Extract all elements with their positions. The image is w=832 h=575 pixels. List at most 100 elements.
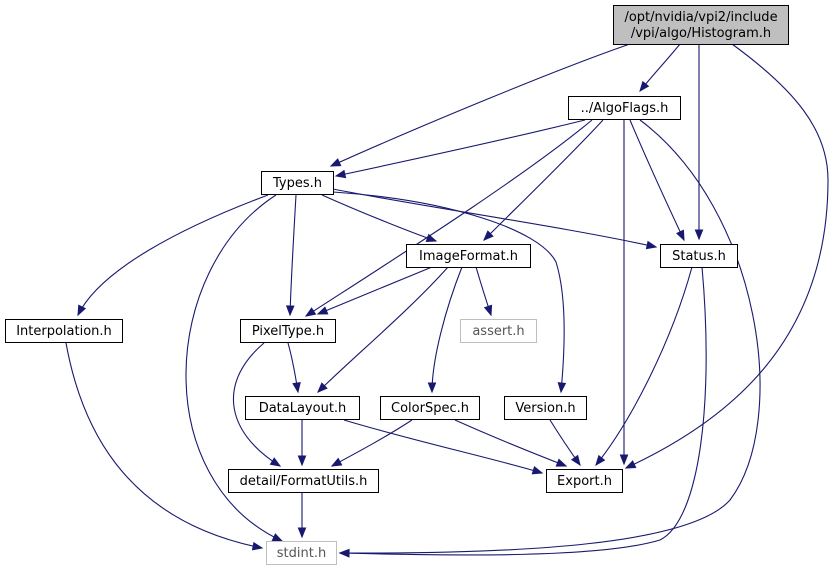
node-layer: /opt/nvidia/vpi2/include/vpi/algo/Histog…	[5, 5, 789, 565]
node-assert: assert.h	[460, 319, 537, 343]
edge-line	[65, 342, 263, 549]
node-label: /vpi/algo/Histogram.h	[631, 26, 771, 41]
edge-line	[77, 194, 269, 316]
node-algoflags[interactable]: ../AlgoFlags.h	[568, 96, 681, 120]
edge-colorspec-to-export	[454, 419, 568, 467]
edge-line	[332, 191, 565, 393]
arrowhead	[639, 80, 650, 93]
node-interpolation[interactable]: Interpolation.h	[5, 319, 123, 343]
edge-root-to-export	[624, 43, 829, 469]
node-box	[266, 541, 337, 565]
edge-status-to-stdint	[338, 266, 707, 558]
edge-types-to-stdint	[185, 194, 284, 542]
edge-line	[330, 43, 631, 167]
arrowhead	[285, 305, 295, 317]
arrowhead	[694, 229, 704, 241]
edge-line	[185, 194, 283, 542]
edge-line	[331, 419, 413, 467]
node-label: ../AlgoFlags.h	[581, 101, 669, 116]
arrowhead	[317, 382, 328, 393]
arrowhead	[676, 229, 685, 242]
edge-colorspec-to-formatutils	[330, 419, 413, 467]
edge-line	[339, 266, 707, 556]
node-box	[261, 171, 334, 195]
node-version[interactable]: Version.h	[504, 396, 587, 420]
edge-datalayout-to-export	[343, 419, 544, 475]
arrowhead	[269, 457, 282, 467]
node-label: PixelType.h	[252, 324, 324, 339]
edge-types-to-pixeltype	[285, 194, 297, 317]
edge-root-to-algoflags	[639, 43, 681, 93]
arrowhead	[645, 240, 658, 250]
edge-line	[335, 119, 586, 177]
edge-line	[233, 342, 281, 467]
arrowhead	[483, 230, 494, 241]
node-label: Interpolation.h	[16, 324, 112, 339]
arrowhead	[338, 548, 350, 558]
edge-line	[317, 266, 433, 315]
arrowhead	[427, 382, 437, 394]
edge-types-to-version	[332, 191, 567, 394]
node-box	[660, 244, 738, 268]
edge-interpolation-to-stdint	[65, 342, 264, 551]
arrowhead	[425, 233, 438, 242]
edge-imageformat-to-pixeltype	[316, 266, 433, 315]
edge-line	[321, 194, 437, 242]
edge-line	[317, 266, 449, 393]
arrowhead	[624, 460, 637, 469]
edge-line	[431, 266, 463, 393]
node-status[interactable]: Status.h	[660, 244, 738, 268]
node-box	[613, 5, 789, 45]
edge-line	[595, 266, 693, 466]
edge-algoflags-to-status	[629, 119, 685, 242]
node-label: Status.h	[672, 249, 726, 264]
node-root[interactable]: /opt/nvidia/vpi2/include/vpi/algo/Histog…	[613, 5, 789, 45]
node-imageformat[interactable]: ImageFormat.h	[406, 244, 531, 268]
edge-line	[305, 119, 593, 317]
node-export[interactable]: Export.h	[546, 469, 623, 493]
edge-line	[483, 119, 604, 241]
arrowhead	[531, 466, 544, 475]
node-datalayout[interactable]: DataLayout.h	[245, 396, 360, 420]
node-colorspec[interactable]: ColorSpec.h	[380, 396, 480, 420]
edge-root-to-types	[329, 43, 631, 167]
node-box	[240, 319, 336, 343]
arrowhead	[619, 454, 629, 466]
edge-root-to-status	[694, 44, 704, 241]
edge-line	[625, 43, 829, 469]
edge-formatutils-to-stdint	[297, 493, 307, 539]
arrowhead	[316, 306, 329, 315]
node-box	[5, 319, 123, 343]
edge-datalayout-to-formatutils	[297, 420, 307, 467]
edge-types-to-interpolation	[77, 194, 269, 317]
arrowhead	[77, 304, 87, 317]
node-formatutils[interactable]: detail/FormatUtils.h	[228, 469, 379, 493]
node-box	[380, 396, 480, 420]
edge-line	[343, 419, 543, 474]
arrowhead	[297, 455, 307, 467]
edge-algoflags-to-types	[334, 119, 586, 179]
node-stdint: stdint.h	[266, 541, 337, 565]
node-label: ImageFormat.h	[419, 249, 518, 264]
edge-pixeltype-to-formatutils	[233, 342, 282, 467]
node-box	[546, 469, 623, 493]
edge-line	[629, 119, 685, 241]
node-box	[568, 96, 681, 120]
node-label: stdint.h	[277, 546, 326, 561]
node-pixeltype[interactable]: PixelType.h	[240, 319, 336, 343]
edge-imageformat-to-colorspec	[427, 266, 463, 394]
edge-algoflags-to-export	[619, 119, 629, 466]
node-label: Types.h	[272, 176, 322, 191]
arrowhead	[271, 533, 284, 542]
arrowhead	[570, 454, 581, 467]
edge-line	[289, 194, 297, 316]
arrowhead	[334, 169, 347, 179]
node-label: ColorSpec.h	[391, 401, 469, 416]
arrowhead	[292, 381, 301, 394]
edge-types-to-status	[332, 188, 658, 250]
node-types[interactable]: Types.h	[261, 171, 334, 195]
node-label: detail/FormatUtils.h	[240, 474, 368, 489]
edge-imageformat-to-assert	[475, 266, 493, 317]
node-label: assert.h	[472, 324, 524, 339]
edge-version-to-export	[549, 419, 581, 467]
